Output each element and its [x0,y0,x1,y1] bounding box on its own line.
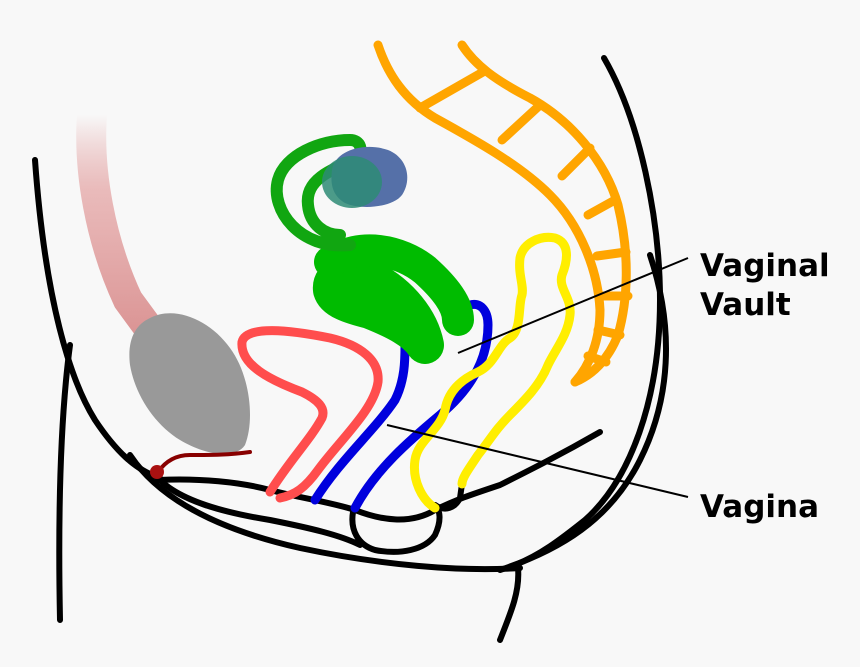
vaginal-vault-leader [457,257,689,354]
bladder [237,326,383,503]
vagina [310,340,410,505]
fallopian-tube [270,134,367,252]
buttock-line [497,565,522,643]
abdominal-wall-shading [76,100,165,345]
rectum [409,232,575,513]
pelvic-floor-lower [157,477,363,548]
labia-curve [349,502,443,555]
uterus [313,254,444,364]
vaginal-vault-label-line1: Vaginal [700,248,830,284]
sacral-segment-5 [592,247,631,261]
inner-thigh-line [56,342,73,623]
sacral-segment-7 [593,325,625,340]
sacral-segment-3 [557,143,595,181]
urethra [156,450,252,474]
front-body-wall [32,157,163,481]
pubic-bone [129,313,250,455]
sacrum-posterior [457,40,631,387]
urethral-opening [150,465,164,479]
sacrum-anterior [373,40,605,387]
perineum-line [127,452,523,573]
vaginal-vault-label-line2: Vault [700,287,791,323]
pelvic-floor-upper [155,429,603,523]
ovary-overlap [322,156,382,208]
sacral-segment-1 [415,67,488,113]
vaginal-wall-posterior [350,299,493,513]
sacral-segment-2 [497,100,545,145]
sacral-segment-8 [583,351,611,367]
uterus-fundus [314,234,474,336]
sacral-curve [497,252,669,573]
vagina-label: Vagina [700,489,819,525]
body-outline [32,55,669,643]
sacrum [373,40,633,387]
back-body-wall [512,55,663,568]
vagina-leader [386,424,689,498]
sacral-segment-4 [583,195,620,220]
